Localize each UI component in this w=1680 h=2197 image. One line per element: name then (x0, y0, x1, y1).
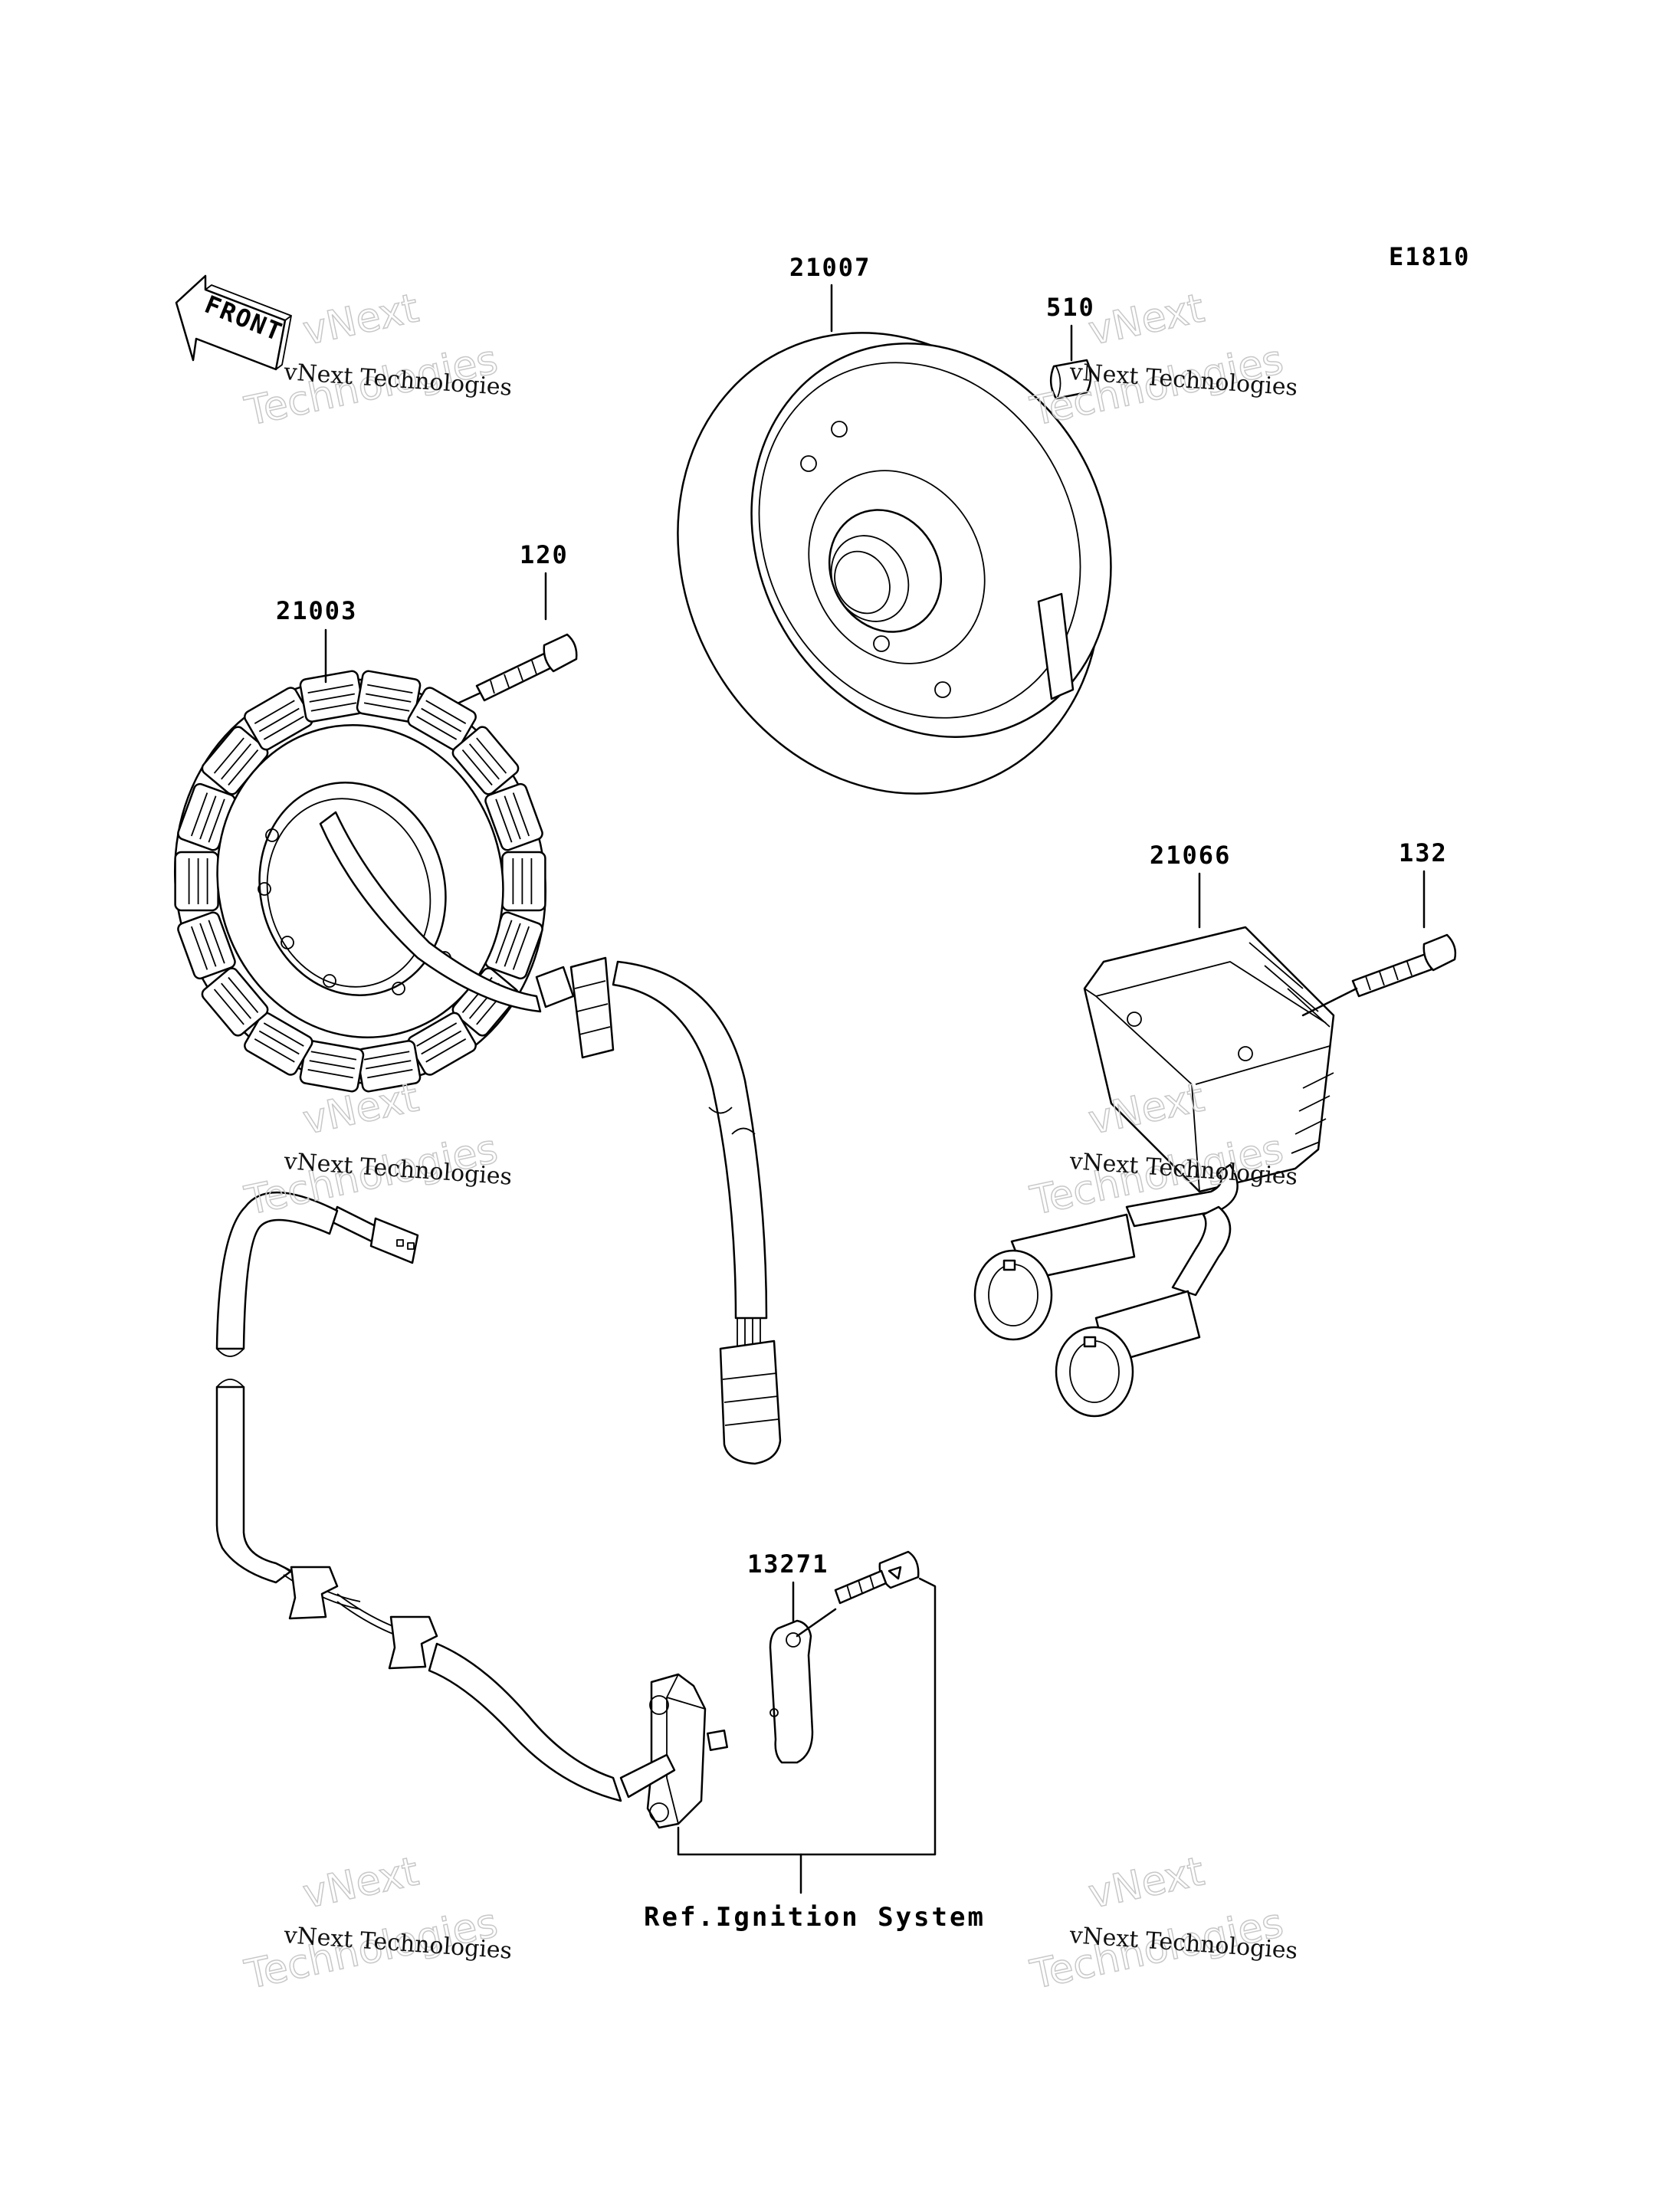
front-arrow-icon: FRONT (175, 274, 292, 371)
stator-winding (495, 792, 530, 843)
label-21003: 21003 (276, 596, 357, 625)
label-120: 120 (520, 540, 569, 569)
stator-pole (407, 687, 477, 751)
stator-pole (201, 967, 269, 1037)
leader-132-regulator (1301, 987, 1358, 1017)
label-132: 132 (1399, 838, 1448, 867)
stator-winding (307, 684, 357, 712)
label-21007: 21007 (789, 253, 871, 282)
woodruff-key (1049, 359, 1092, 400)
stator-winding (188, 858, 208, 905)
leader-plate-bolt (796, 1608, 837, 1638)
pickup-coil-harness (215, 1192, 728, 1829)
watermark-line1: vNext (299, 285, 422, 354)
stator-winding (213, 737, 259, 786)
stator-winding (190, 920, 225, 970)
stator-winding (495, 920, 530, 970)
stator-coil (173, 670, 547, 1093)
reference-note: Ref.Ignition System (644, 1902, 986, 1933)
watermark-line1: vNext (1084, 1848, 1208, 1917)
regulator-rectifier (973, 926, 1335, 1418)
stator-winding (254, 1022, 304, 1063)
pickup-bolt (834, 1550, 920, 1605)
stator-winding (363, 684, 413, 712)
stator-pole (501, 851, 546, 912)
stator-winding (461, 737, 507, 786)
ref-bracket (677, 1577, 937, 1856)
stator-winding (254, 700, 304, 740)
label-21066: 21066 (1150, 841, 1231, 870)
watermark-line1: vNext (1084, 285, 1208, 354)
watermark-line1: vNext (299, 1848, 422, 1917)
stator-harness (319, 811, 782, 1465)
diagram-code: E1810 (1389, 242, 1470, 271)
stator-pole (244, 1012, 313, 1076)
stator-winding (512, 857, 533, 904)
stator-winding (307, 1051, 357, 1079)
stator-winding (363, 1051, 413, 1079)
stator-winding (213, 976, 259, 1025)
stator-winding (416, 1022, 467, 1063)
regulator-bolt (1351, 933, 1457, 998)
stator-pole (299, 670, 365, 723)
stator-winding (190, 792, 225, 843)
stator-winding (416, 700, 467, 740)
stator-bolt (475, 633, 578, 702)
stator-pole (174, 851, 219, 912)
flywheel-rotor (677, 332, 1112, 795)
stator-pole (451, 726, 520, 795)
label-510: 510 (1046, 293, 1095, 322)
label-13271: 13271 (747, 1549, 829, 1579)
pickup-coil-plate (769, 1619, 814, 1764)
